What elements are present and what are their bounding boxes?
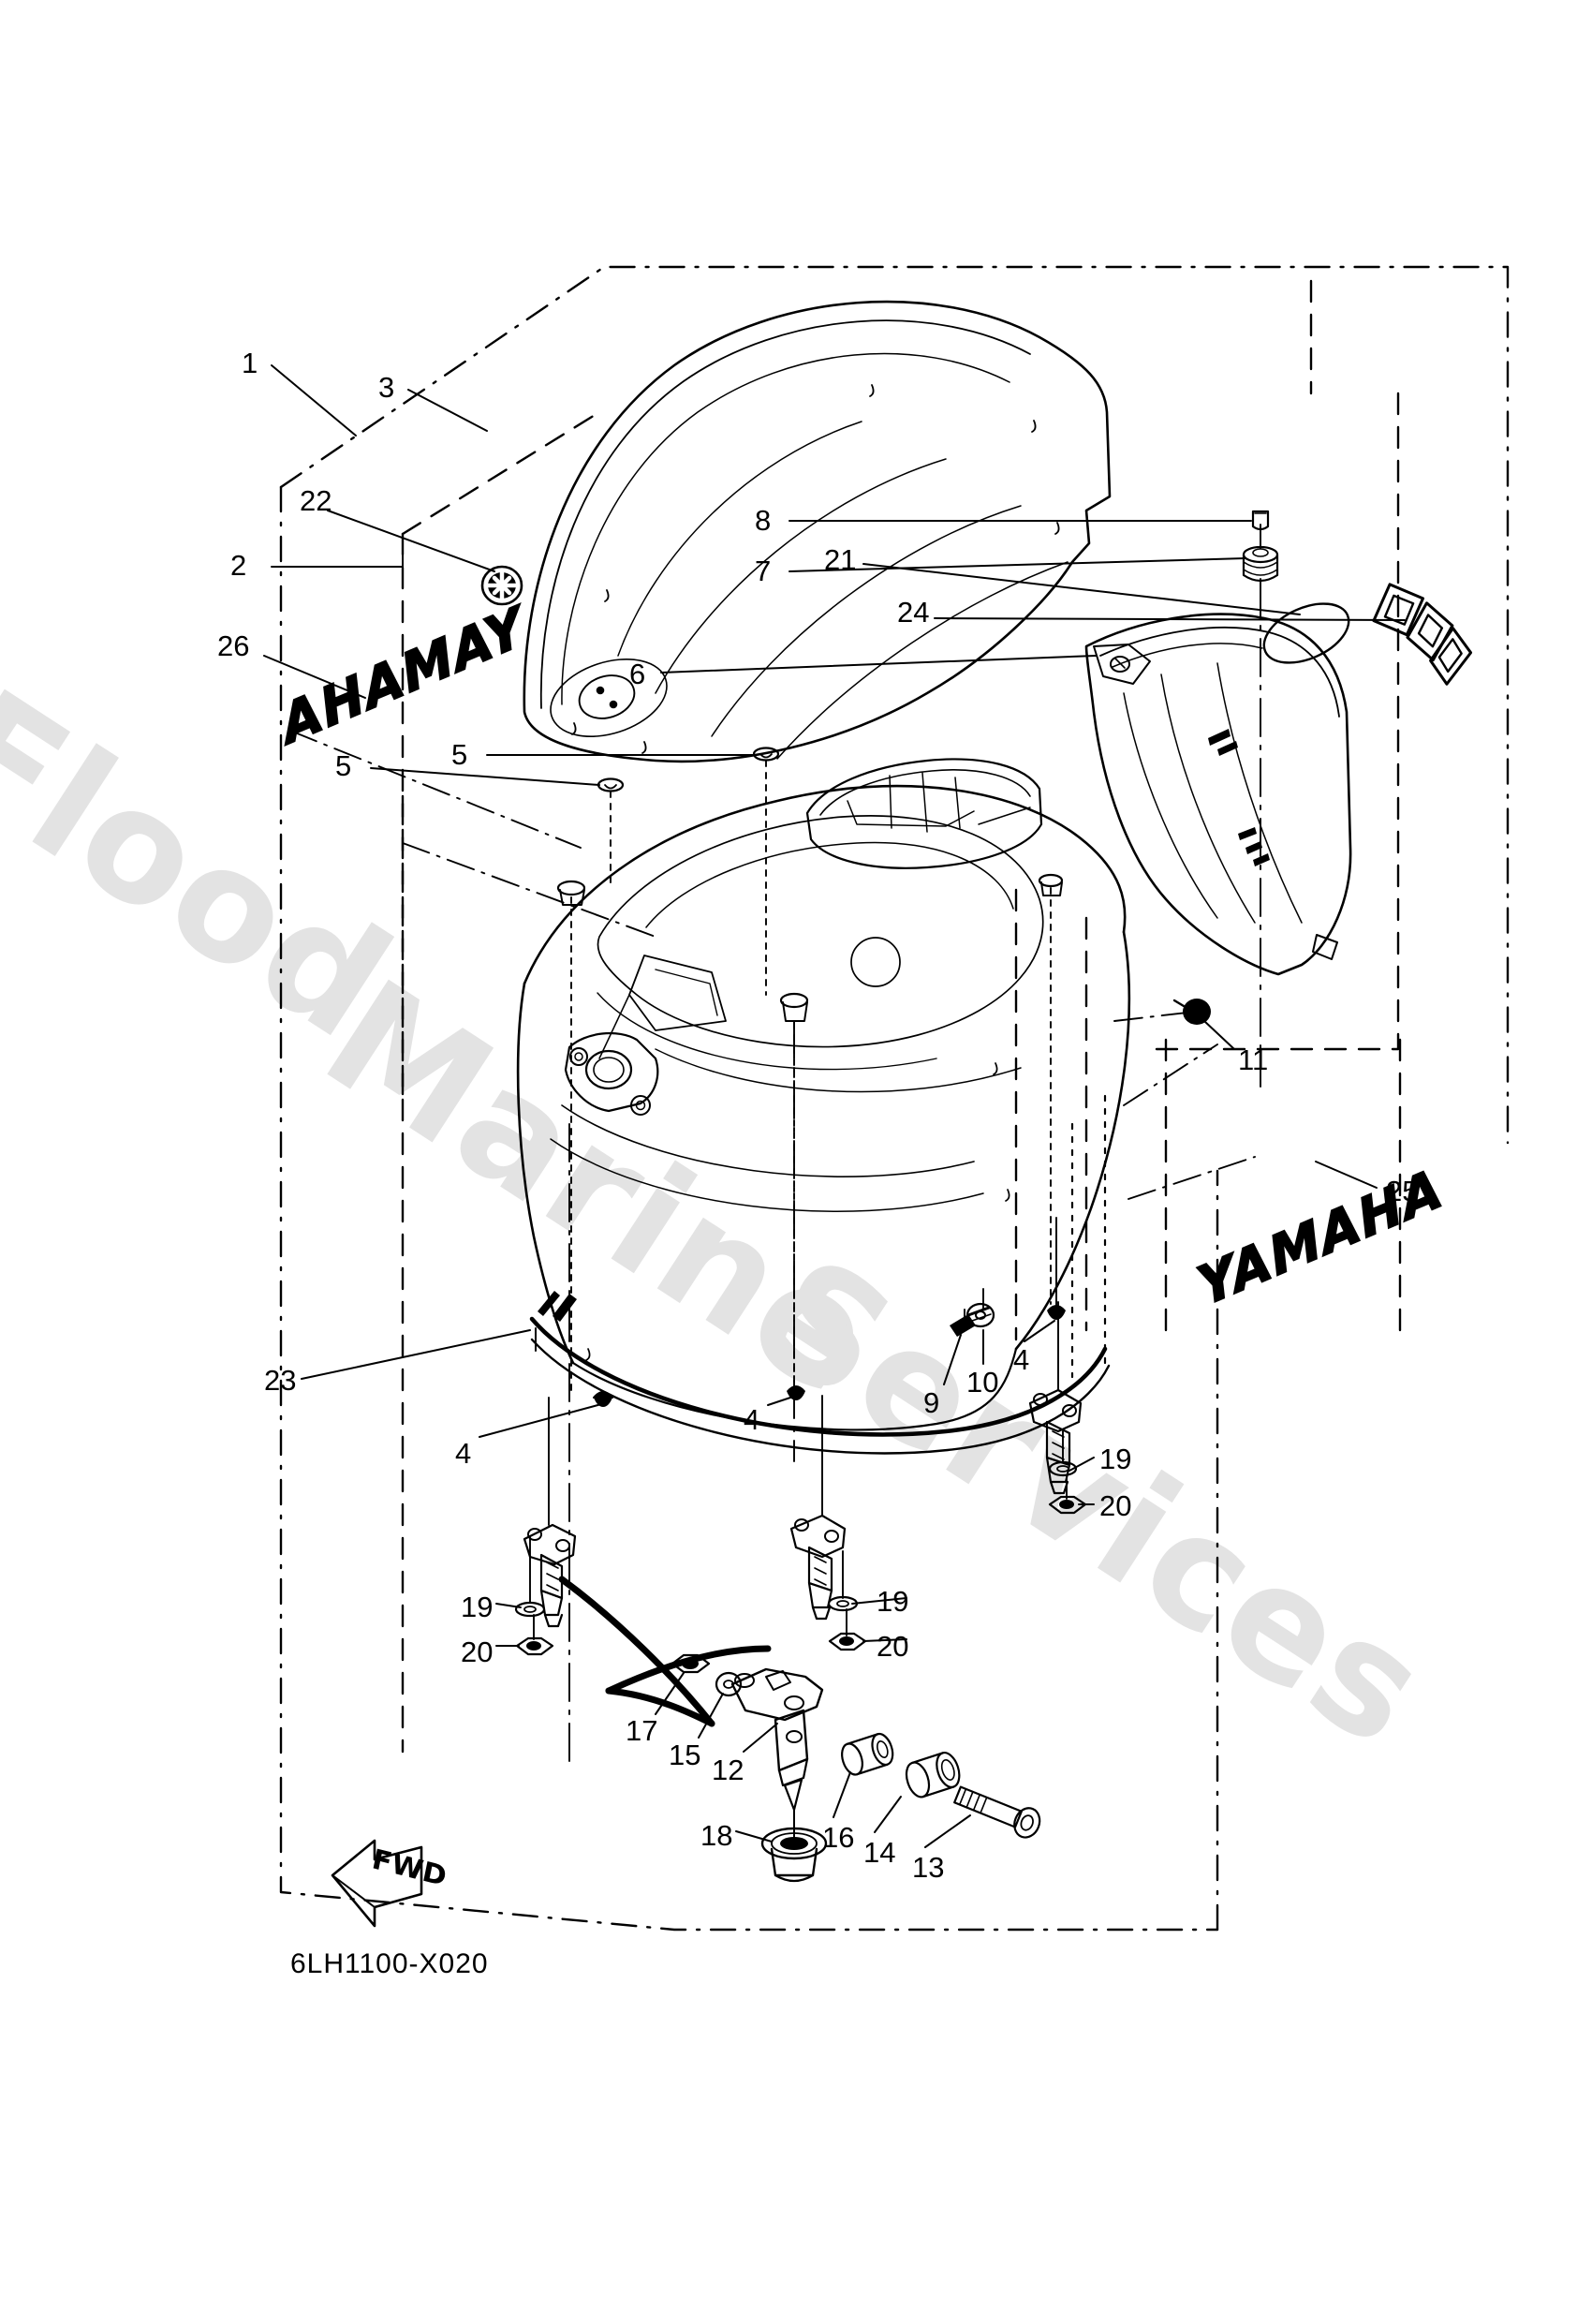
- cowl-centerline: [568, 1020, 795, 1762]
- callout-7: 7: [755, 555, 772, 587]
- cap-part-21: [1262, 602, 1350, 664]
- callout-3: 3: [378, 371, 395, 404]
- front-recess: [598, 955, 727, 1059]
- group-boundary-1: [279, 265, 1510, 1932]
- callout-1: 1: [242, 347, 258, 379]
- callout-13: 13: [912, 1851, 945, 1884]
- clip-part-4-left: [593, 1391, 613, 1407]
- callout-19-center: 19: [877, 1585, 909, 1618]
- callout-12: 12: [712, 1754, 744, 1786]
- emblem-decal-part-24: [1372, 583, 1473, 686]
- bushing-part-7: [1242, 545, 1279, 583]
- callout-4-left: 4: [455, 1437, 472, 1470]
- callout-24: 24: [897, 596, 930, 629]
- callout-22: 22: [300, 484, 332, 517]
- screw-grommet-part-22: [480, 565, 523, 606]
- washer-part-19-right: [1048, 1460, 1078, 1477]
- plug-part-8: [1251, 510, 1270, 531]
- grommet-plug-part-11: [1172, 999, 1211, 1025]
- washer-part-19-left: [514, 1601, 546, 1618]
- callout-18: 18: [700, 1819, 733, 1852]
- callout-20-center: 20: [877, 1630, 909, 1663]
- callout-9: 9: [923, 1386, 940, 1419]
- callout-17: 17: [626, 1714, 658, 1747]
- air-intake-duct: [805, 758, 1043, 869]
- leader-lines: [263, 364, 1406, 1848]
- hinge-bracket-center: [789, 1514, 847, 1621]
- latch-assembly: [671, 1653, 1041, 1883]
- nut-part-20-center: [828, 1632, 867, 1651]
- callout-5-b: 5: [451, 738, 468, 771]
- group-separator-columns: [1014, 888, 1088, 1341]
- callout-6: 6: [629, 658, 646, 690]
- diagram-part-number: 6LH1100-X020: [290, 1948, 489, 1979]
- grommet-seated-right: [1038, 873, 1064, 896]
- callout-11: 11: [1238, 1044, 1269, 1076]
- callout-14: 14: [863, 1836, 896, 1869]
- washer-part-10: [965, 1302, 995, 1328]
- callout-5-a: 5: [335, 749, 352, 782]
- callout-20-right: 20: [1099, 1489, 1132, 1522]
- callout-23: 23: [264, 1364, 297, 1397]
- washer-part-15: [715, 1671, 743, 1697]
- dotted-columns-right: [1070, 1094, 1107, 1379]
- callout-15: 15: [669, 1739, 701, 1771]
- callout-19-left: 19: [461, 1591, 494, 1623]
- grommet-part-5-a: [597, 777, 625, 792]
- grommet-seated-mid: [779, 992, 809, 1022]
- nut-part-20-left: [515, 1636, 554, 1656]
- callout-21: 21: [824, 543, 857, 576]
- callout-20-left: 20: [461, 1636, 494, 1668]
- assembly-axis-lines: [529, 524, 1261, 1835]
- group-boundary-decal-right: [1164, 1038, 1402, 1341]
- group-boundary-right: [1155, 279, 1400, 1051]
- lever-boss: [564, 1031, 659, 1116]
- nut-part-17: [671, 1653, 711, 1674]
- callout-25: 25: [1386, 1175, 1419, 1207]
- decal-link-lines: [289, 730, 1256, 1200]
- callout-16: 16: [822, 1821, 855, 1854]
- callout-8: 8: [755, 504, 772, 537]
- callout-26: 26: [217, 629, 250, 662]
- hinge-bracket-left: [523, 1523, 577, 1628]
- grommet-seated-left: [556, 880, 586, 906]
- callout-10: 10: [966, 1366, 999, 1399]
- fwd-arrow-icon: [331, 1839, 423, 1928]
- group-boundary-2: [401, 410, 601, 1107]
- main-cowling-body: [516, 758, 1131, 1431]
- callout-4-mid: 4: [744, 1403, 760, 1436]
- upper-cowling-part-3: [523, 300, 1112, 763]
- callout-19-right: 19: [1099, 1443, 1132, 1475]
- callout-2: 2: [230, 549, 247, 582]
- clip-part-4-right: [1047, 1305, 1066, 1320]
- callout-4-right: 4: [1013, 1343, 1030, 1376]
- hinge-bracket-right: [1028, 1388, 1083, 1495]
